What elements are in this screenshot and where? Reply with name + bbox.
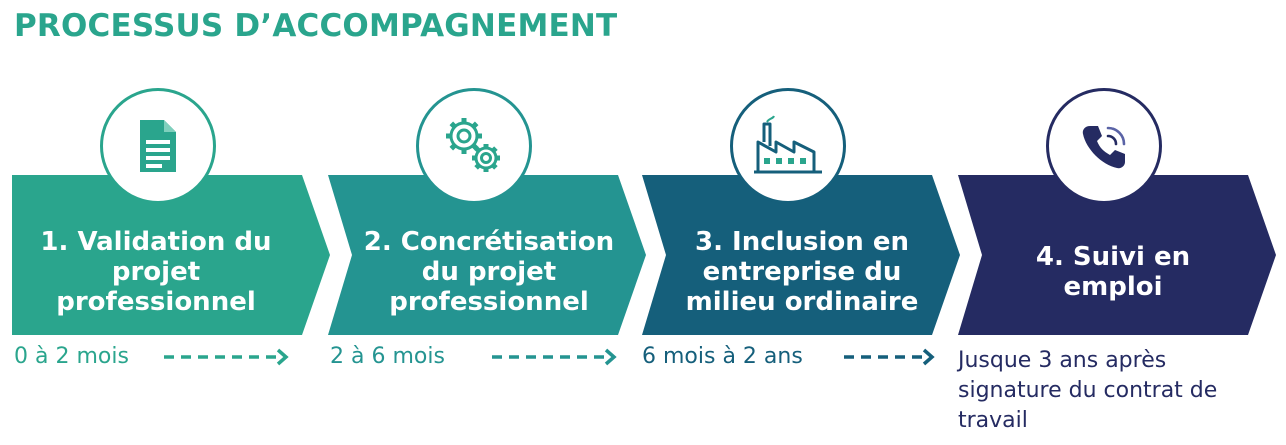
step-1-label: 1. Validation du projet professionnel bbox=[40, 227, 272, 317]
step-3-duration: 6 mois à 2 ans bbox=[642, 344, 803, 369]
step-1-duration: 0 à 2 mois bbox=[14, 344, 129, 369]
step-1: 1. Validation du projet professionnel 0 … bbox=[12, 0, 332, 445]
step-2: 2. Concrétisation du projet professionne… bbox=[328, 0, 648, 445]
step-4-label: 4. Suivi en emploi bbox=[1035, 242, 1191, 302]
step-1-dashed-arrow bbox=[164, 348, 289, 366]
step-4: 4. Suivi en emploi Jusque 3 ans après si… bbox=[958, 0, 1278, 445]
step-4-duration: Jusque 3 ans après signature du contrat … bbox=[958, 348, 1218, 433]
step-4-chevron bbox=[958, 175, 1276, 335]
step-4-icon-circle bbox=[1046, 88, 1162, 204]
step-3: 3. Inclusion en entreprise du milieu ord… bbox=[642, 0, 962, 445]
step-3-chevron bbox=[642, 175, 960, 335]
step-2-chevron bbox=[328, 175, 646, 335]
factory-icon bbox=[754, 115, 822, 174]
step-1-icon-circle bbox=[100, 88, 216, 204]
page-title: PROCESSUS D’ACCOMPAGNEMENT bbox=[14, 8, 618, 44]
document-icon bbox=[140, 120, 176, 172]
step-1-chevron bbox=[12, 175, 330, 335]
step-3-icon-circle bbox=[730, 88, 846, 204]
step-2-icon-circle bbox=[416, 88, 532, 204]
step-2-dashed-arrow bbox=[492, 348, 617, 366]
phone-icon bbox=[1082, 126, 1126, 169]
step-2-duration: 2 à 6 mois bbox=[330, 344, 445, 369]
step-3-label: 3. Inclusion en entreprise du milieu ord… bbox=[685, 227, 919, 317]
gears-icon bbox=[446, 118, 500, 172]
step-2-label: 2. Concrétisation du projet professionne… bbox=[363, 227, 615, 317]
step-3-dashed-arrow bbox=[844, 348, 935, 366]
